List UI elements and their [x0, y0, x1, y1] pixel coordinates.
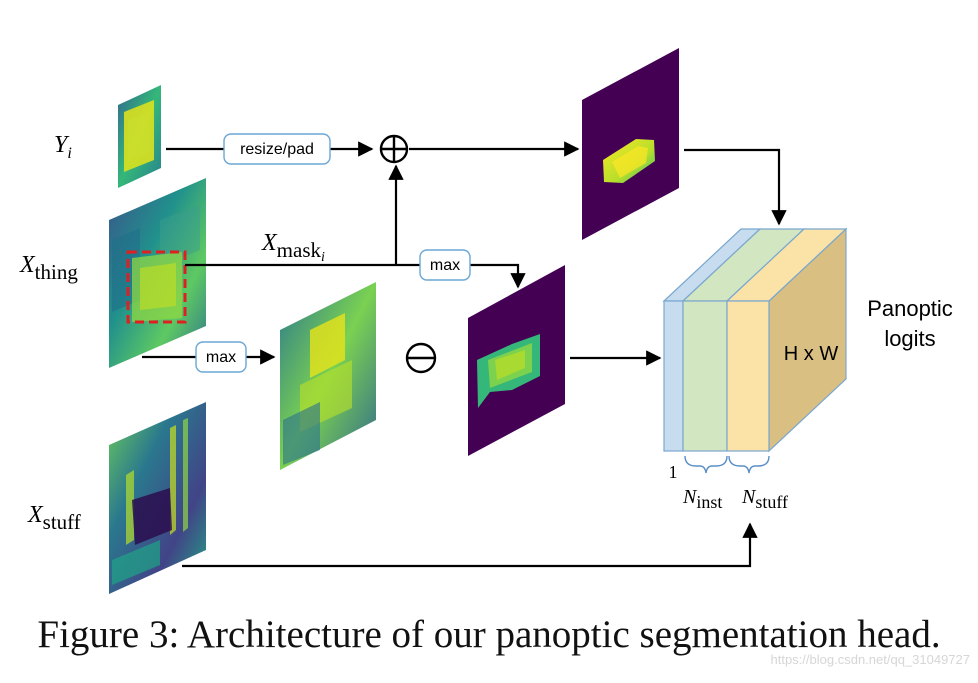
- plus-operator: [379, 134, 409, 164]
- x-stuff-map: [109, 402, 206, 594]
- max-label-top: max: [430, 257, 460, 274]
- x-stuff-label: Xstuff: [27, 502, 81, 534]
- stack-yellow-slab: [726, 300, 770, 452]
- figure-caption: Figure 3: Architecture of our panoptic s…: [37, 613, 941, 656]
- max-label-left: max: [206, 349, 236, 366]
- max-box-top: [419, 249, 471, 281]
- n-stuff-brace: [728, 455, 770, 474]
- resize-pad-label: resize/pad: [240, 141, 314, 158]
- panoptic-label-line2: logits: [884, 326, 935, 351]
- x-thing-label: Xthing: [19, 252, 78, 284]
- y-i-map: [118, 85, 161, 188]
- stack-green-slab: [682, 300, 728, 452]
- output-to-stack-arrow: [684, 148, 787, 226]
- max-output-map: [280, 282, 376, 470]
- hxw-label: H x W: [784, 343, 839, 365]
- watermark: https://blog.csdn.net/qq_31049727: [770, 652, 971, 667]
- stack-blue-slab: [663, 300, 684, 452]
- stuff-to-stack-arrow: [182, 522, 758, 568]
- max-box-left: [195, 341, 247, 373]
- n-stuff-label: Nstuff: [741, 486, 788, 512]
- n-inst-label: Ninst: [682, 486, 722, 512]
- thing-output-map: [582, 48, 679, 240]
- one-label: 1: [669, 462, 678, 482]
- x-mask-label: Xmaski: [261, 230, 325, 265]
- resize-pad-node: resize/pad: [166, 133, 374, 165]
- panoptic-label-line1: Panoptic: [867, 296, 953, 321]
- architecture-diagram: Yi resize/pad Xthing Xmaski max: [19, 48, 953, 594]
- panoptic-logits-stack: [662, 227, 848, 453]
- y-i-label: Yi: [54, 132, 72, 162]
- minus-operator: [405, 342, 437, 374]
- difference-output-map: [468, 265, 565, 456]
- mask-crop-box: [126, 250, 187, 324]
- x-thing-map: [109, 178, 206, 368]
- n-inst-brace: [684, 455, 728, 474]
- resize-pad-box: [223, 133, 331, 165]
